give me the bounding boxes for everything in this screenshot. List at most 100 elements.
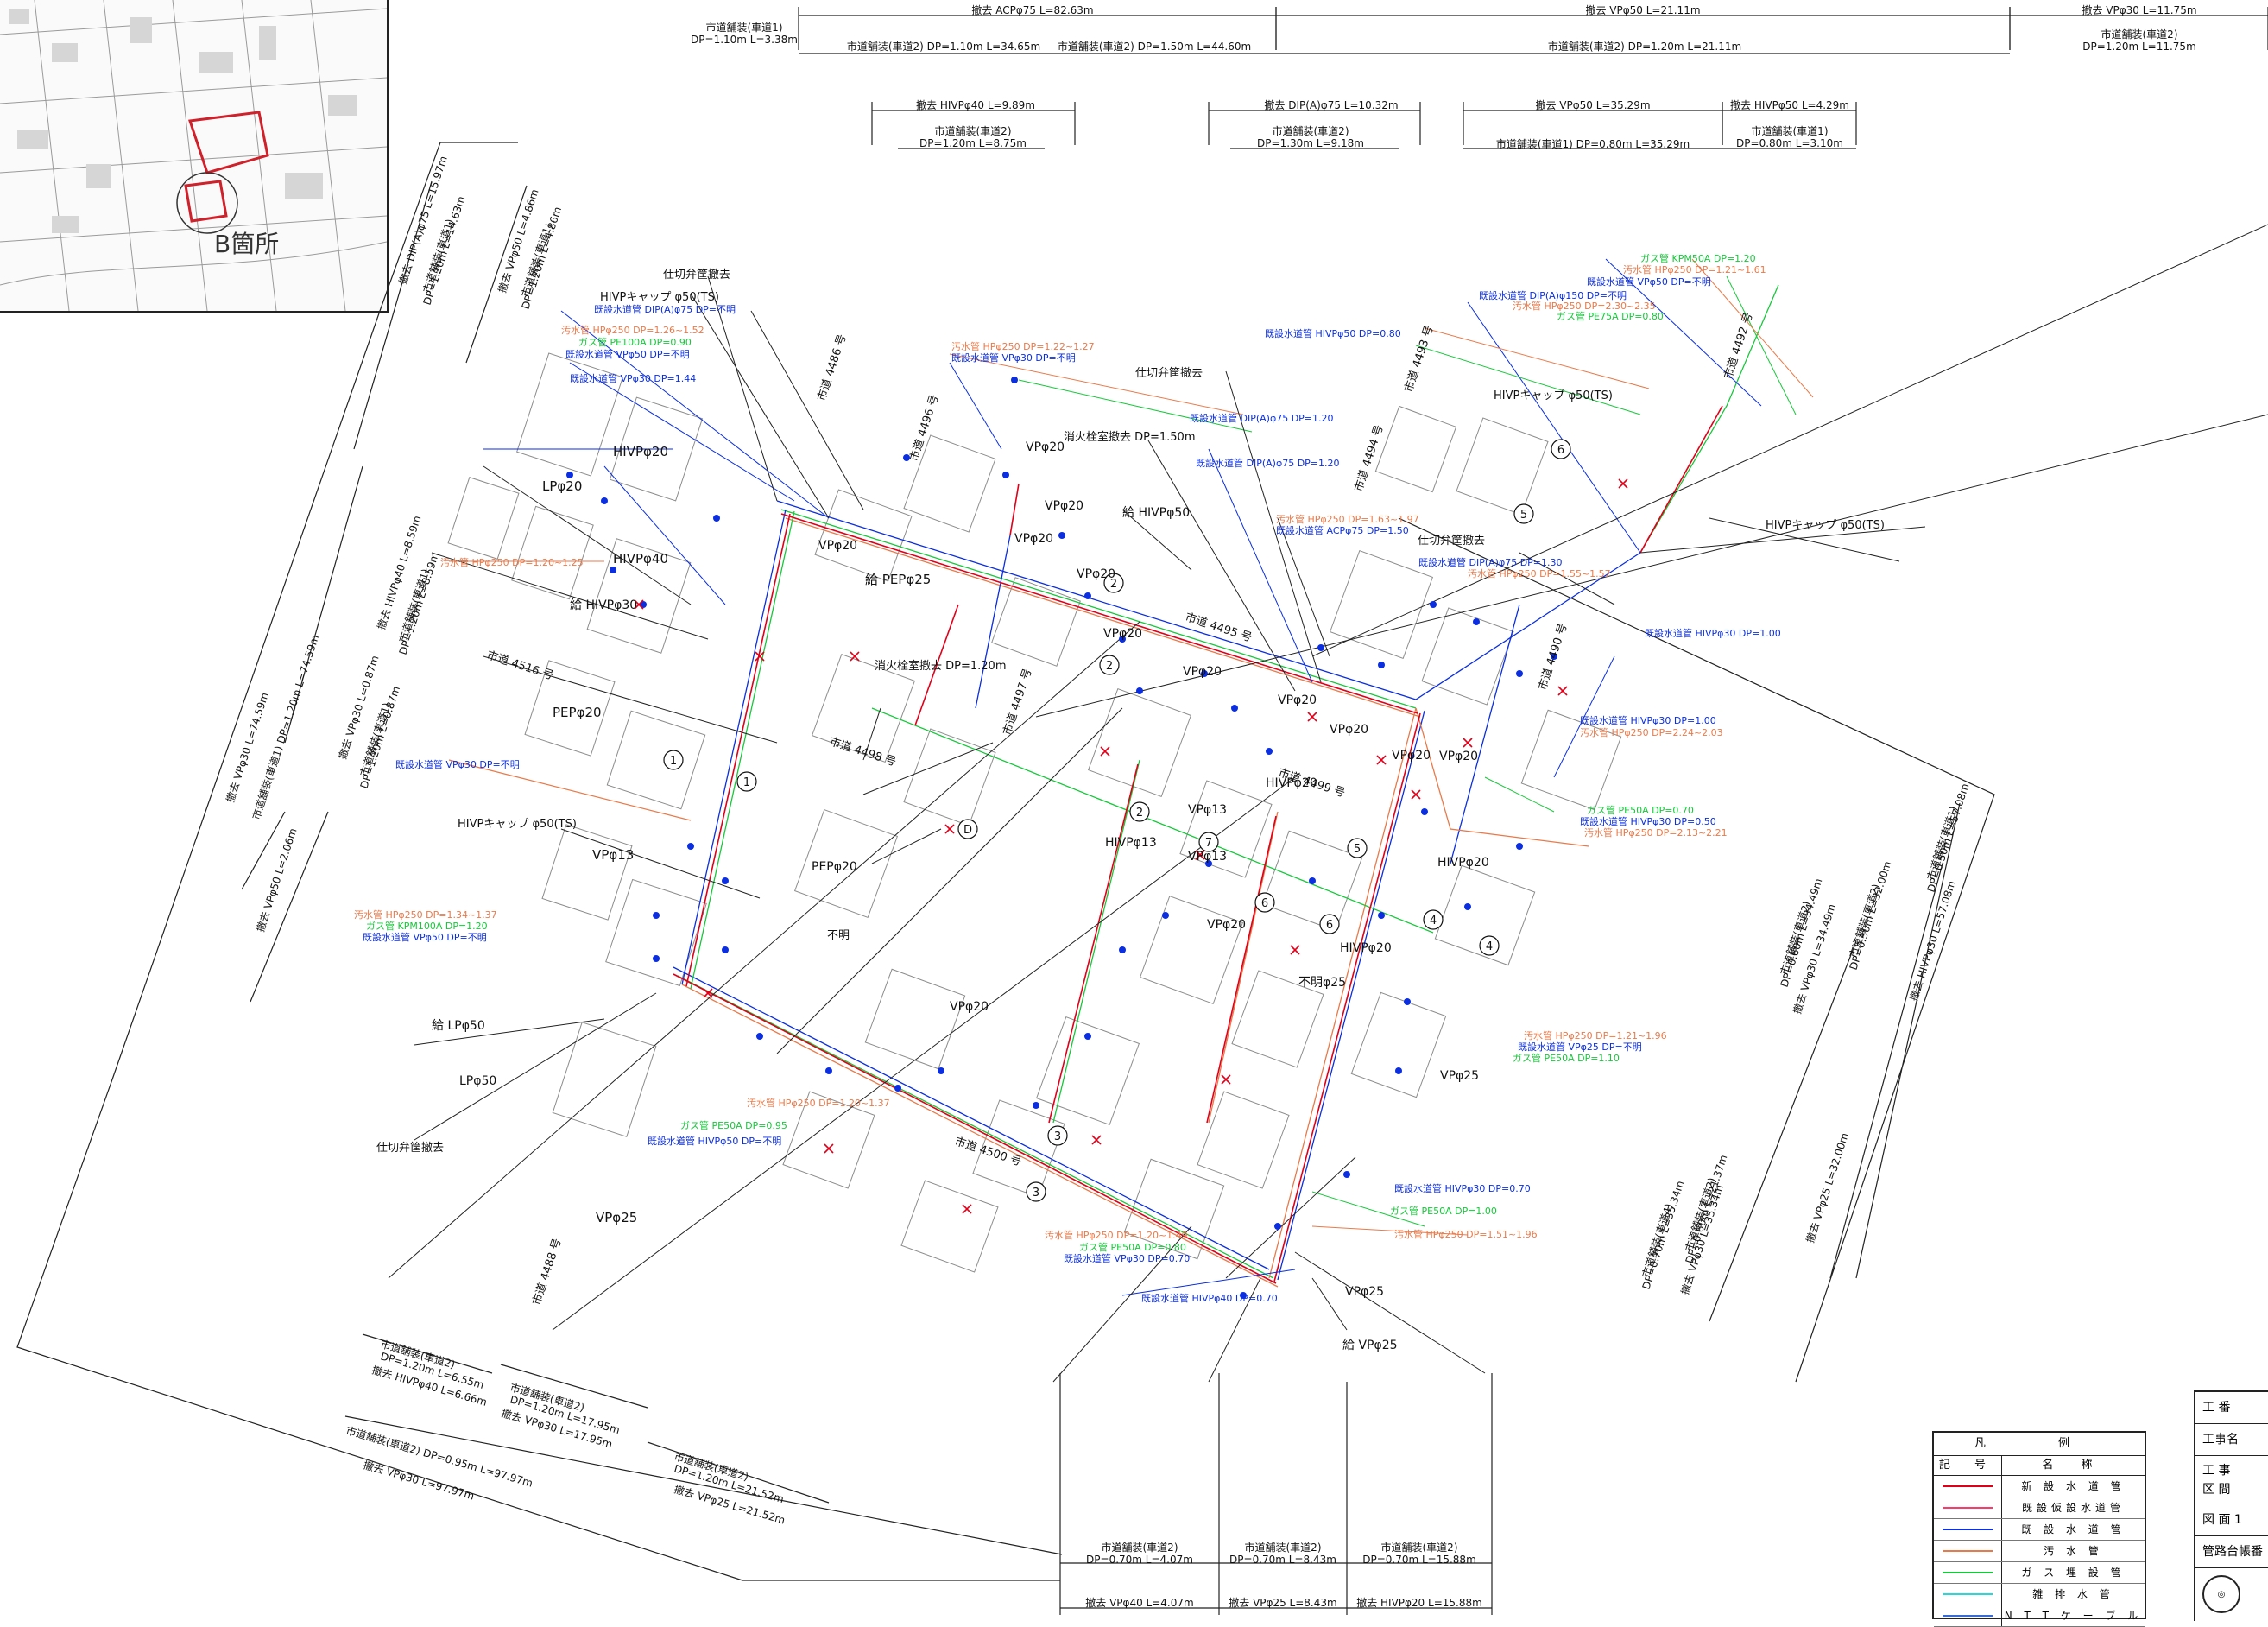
service-connection-node <box>1266 748 1273 755</box>
pipe-annotation-label: HIVPφ20 <box>613 444 668 459</box>
new-fitting-marker <box>850 651 860 662</box>
service-connection-node <box>653 912 660 919</box>
legend-row: 既設仮設水道管 <box>1934 1497 2145 1519</box>
pipe-annotation-label: 既設水道管 ACPφ75 DP=1.50 <box>1276 524 1409 536</box>
service-connection-node <box>1058 532 1065 539</box>
service-connection-node <box>1240 1292 1247 1299</box>
pipe-annotation-label: HIVPキャップ φ50(TS) <box>1494 389 1613 402</box>
road-label: 市道 4495 号 <box>1184 611 1254 645</box>
new-fitting-marker <box>1307 712 1317 722</box>
new-fitting-marker <box>1195 850 1205 860</box>
new-fitting-marker <box>962 1204 972 1214</box>
circled-number-marker <box>736 771 757 792</box>
service-connection-node <box>894 1085 901 1092</box>
paving-dimension-label: DP=1.10m L=3.38m <box>691 34 798 46</box>
node-size-label: HIVPφ20 <box>1437 856 1489 870</box>
road-label: 市道 4486 号 <box>815 332 850 402</box>
title-block-row: 工 事 区 間 <box>2195 1456 2268 1504</box>
pipe-annotation-label: 既設水道管 HIVPφ30 DP=1.00 <box>1580 714 1716 726</box>
circled-number-text: 4 <box>1430 915 1437 927</box>
paving-dimension-label: DP=1.20m L=8.75m <box>919 137 1027 149</box>
pipe-annotation-label: VPφ25 <box>596 1210 637 1225</box>
pipe-annotation-label: 汚水管 HPφ250 DP=2.30~2.35 <box>1513 300 1656 312</box>
bottom-dimension-label: 撤去 VPφ25 L=8.43m <box>1229 1596 1336 1609</box>
legend-item-name: ガ ス 埋 設 管 <box>2021 1567 2126 1579</box>
service-connection-node <box>1516 843 1523 850</box>
service-connection-node <box>1119 636 1126 643</box>
removal-dimension-label: 撤去 HIVPφ50 L=4.29m <box>1730 98 1849 111</box>
pipe-annotation-label: 仕切弁筐撤去 <box>663 268 730 282</box>
service-connection-node <box>1421 808 1428 815</box>
service-connection-node <box>1378 912 1385 919</box>
legend-title: 凡 例 <box>1934 1433 2145 1456</box>
node-size-label: VPφ13 <box>1188 803 1227 817</box>
bottom-dimension-label: DP=0.70m L=8.43m <box>1229 1554 1336 1566</box>
new-fitting-marker <box>944 824 955 834</box>
pipe-annotation-label: 既設水道管 DIP(A)φ75 DP=1.20 <box>1196 457 1340 469</box>
paving-dimension-label: 市道舗装(車道2) DP=1.20m L=21.11m <box>1548 40 1741 53</box>
node-size-label: VPφ13 <box>1188 850 1227 864</box>
pipe-annotation-label: PEPφ20 <box>553 705 602 720</box>
pipe-annotation-label: 汚水管 HPφ250 DP=1.20~1.49 <box>1045 1229 1188 1241</box>
circled-number-text: D <box>963 824 972 837</box>
legend-line-swatch <box>1934 1605 2002 1626</box>
circled-number-text: 2 <box>1106 660 1113 673</box>
removal-dimension-label: 撤去 DIP(A)φ75 L=10.32m <box>1264 98 1398 111</box>
node-size-label: VPφ20 <box>1077 567 1115 581</box>
circled-number-marker <box>1129 801 1150 822</box>
circled-number-text: 3 <box>1033 1187 1039 1200</box>
pipe-annotation-label: 仕切弁筐撤去 <box>376 1141 444 1155</box>
road-label: 市道 4498 号 <box>828 735 898 769</box>
legend-col-symbol: 記 号 <box>1934 1456 2002 1475</box>
service-connection-node <box>1201 670 1208 677</box>
node-size-label: VPφ20 <box>1439 750 1478 763</box>
dimension-lines <box>16 7 2268 1615</box>
new-fitting-marker <box>755 651 765 662</box>
pipe-annotation-label: ガス管 PE50A DP=0.70 <box>1587 804 1694 816</box>
pipe-annotation-label: 既設水道管 VPφ25 DP=不明 <box>1518 1041 1642 1053</box>
new-fitting-marker <box>1091 1135 1102 1145</box>
bottom-dimension-label: 市道舗装(車道2) <box>1381 1541 1458 1554</box>
road-label: 市道 4497 号 <box>1001 667 1035 737</box>
service-connection-node <box>722 877 729 884</box>
pipe-annotation-label: 仕切弁筐撤去 <box>1418 534 1485 548</box>
new-fitting-marker <box>824 1143 834 1154</box>
service-connection-node <box>1011 377 1018 383</box>
right-dimension-label: DP=0.50m L=32.00m <box>1848 859 1894 971</box>
legend-row: 新 設 水 道 管 <box>1934 1476 2145 1497</box>
paving-dimension-label: 市道舗装(車道2) <box>1273 124 1349 137</box>
legend-line-swatch <box>1934 1541 2002 1561</box>
new-fitting-marker <box>1411 789 1421 800</box>
service-connection-node <box>601 497 608 504</box>
circled-number-text: 4 <box>1486 940 1493 953</box>
pipe-annotation-label: 汚水管 HPφ250 DP=2.24~2.03 <box>1580 726 1723 738</box>
new-fitting-marker <box>1618 478 1628 489</box>
pipe-annotation-label: 汚水管 HPφ250 DP=1.51~1.96 <box>1394 1228 1538 1240</box>
service-connection-node <box>610 567 616 573</box>
node-size-label: HIVPφ20 <box>1340 941 1392 955</box>
paving-dimension-label: 市道舗装(車道2) <box>2101 28 2178 41</box>
circled-number-marker <box>1103 573 1124 593</box>
circled-number-marker <box>1254 892 1275 913</box>
node-size-label: VPφ20 <box>1330 723 1368 737</box>
pipe-annotation-label: HIVPφ40 <box>613 551 668 567</box>
service-connection-node <box>1473 618 1480 625</box>
service-connection-node <box>722 946 729 953</box>
legend-line-swatch <box>1934 1562 2002 1583</box>
service-connection-node <box>1309 877 1316 884</box>
circled-number-text: 5 <box>1520 509 1527 522</box>
pipe-annotation-label: 汚水管 HPφ250 DP=1.34~1.37 <box>354 908 497 921</box>
paving-dimension-label: 市道舗装(車道2) DP=1.10m L=34.65m <box>847 40 1040 53</box>
node-size-label: VPφ20 <box>818 539 857 553</box>
pipe-annotation-label: 汚水管 HPφ250 DP=1.22~1.27 <box>951 340 1095 352</box>
circled-number-marker <box>1513 503 1534 524</box>
service-connection-node <box>1033 1102 1039 1109</box>
circled-number-text: 6 <box>1261 897 1268 910</box>
city-seal-icon: ◎ <box>2202 1575 2240 1613</box>
service-connection-node <box>653 955 660 962</box>
pipe-annotation-label: LPφ50 <box>459 1074 496 1088</box>
bottom-dimension-label: DP=0.70m L=15.88m <box>1362 1554 1476 1566</box>
pipe-annotation-label: 既設水道管 DIP(A)φ150 DP=不明 <box>1479 289 1627 301</box>
new-fitting-marker <box>1557 686 1568 696</box>
pipe-annotation-label: 汚水管 HPφ250 DP=1.21~1.61 <box>1623 263 1766 275</box>
